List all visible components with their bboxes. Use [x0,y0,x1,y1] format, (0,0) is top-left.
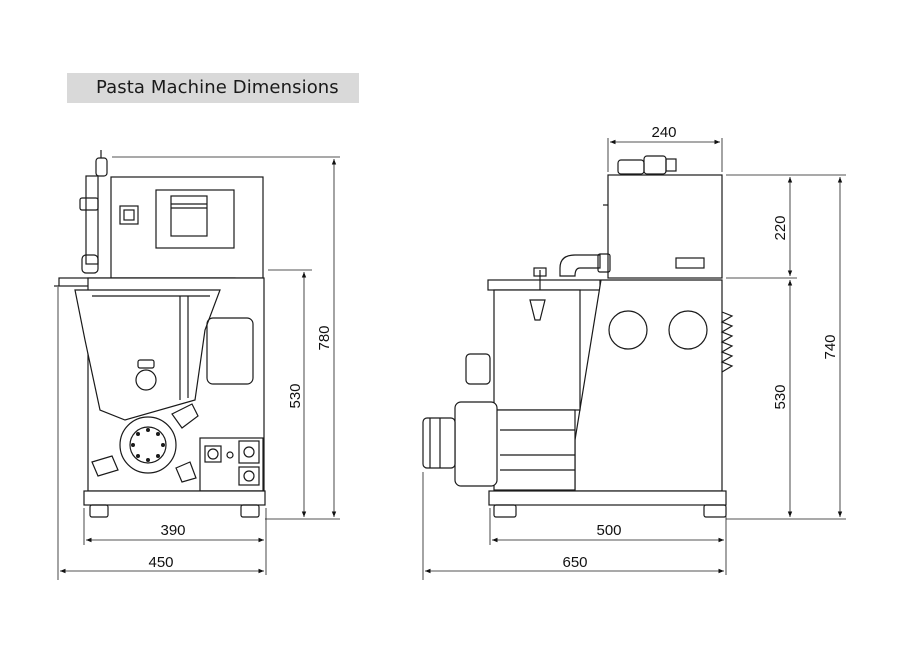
side-elbow-pipe [559,254,601,277]
side-die-nut [422,417,456,469]
side-base [488,490,727,506]
front-dimension-lines [57,156,340,580]
front-knob [135,369,157,391]
side-hopper [493,289,581,411]
front-view [54,150,266,518]
side-hopper-funnel [529,299,546,321]
side-foot-right [703,504,727,518]
side-main-body [574,279,723,492]
dim-front-base-width: 390 [160,522,185,539]
side-knob [465,353,491,385]
front-foot-left [89,504,109,518]
front-socket-2 [238,466,260,486]
side-dimension-lines [422,138,846,580]
front-control-box [119,205,139,225]
side-foot-left [493,504,517,518]
front-upper-window [155,189,235,249]
side-top-plate [487,279,601,291]
dim-side-base-depth: 500 [596,522,621,539]
front-socket-1 [204,445,222,463]
side-top-connector [617,159,645,175]
dim-front-overall-width: 450 [148,554,173,571]
page-title: Pasta Machine Dimensions [96,77,339,98]
side-port-1 [608,310,648,350]
side-top-box [607,174,723,279]
front-base [83,490,266,506]
front-side-window [206,317,254,385]
front-die-plate [119,416,177,474]
front-switch [238,440,260,464]
dim-side-overall-height: 740 [822,334,839,359]
front-pipe-top [95,157,108,177]
dim-side-overall-depth: 650 [562,554,587,571]
dim-side-body-height: 530 [772,384,789,409]
front-pipe [85,175,99,265]
front-window-grille [170,195,208,237]
front-wing-nut-top [171,403,199,429]
side-cooling-fins [720,311,734,373]
side-view [422,155,734,518]
side-port-2 [668,310,708,350]
side-top-label [675,257,705,269]
side-lower-assembly [493,409,576,491]
front-hopper [74,289,221,421]
dim-side-top-height: 220 [772,215,789,240]
front-upper-housing [110,176,264,279]
title-banner: Pasta Machine Dimensions [67,73,359,103]
dim-side-top-width: 240 [651,124,676,141]
dim-front-body-height: 530 [287,383,304,408]
front-foot-right [240,504,260,518]
front-wing-nut-left [91,455,119,477]
side-die-head [454,401,498,487]
dim-front-overall-height: 780 [316,325,333,350]
